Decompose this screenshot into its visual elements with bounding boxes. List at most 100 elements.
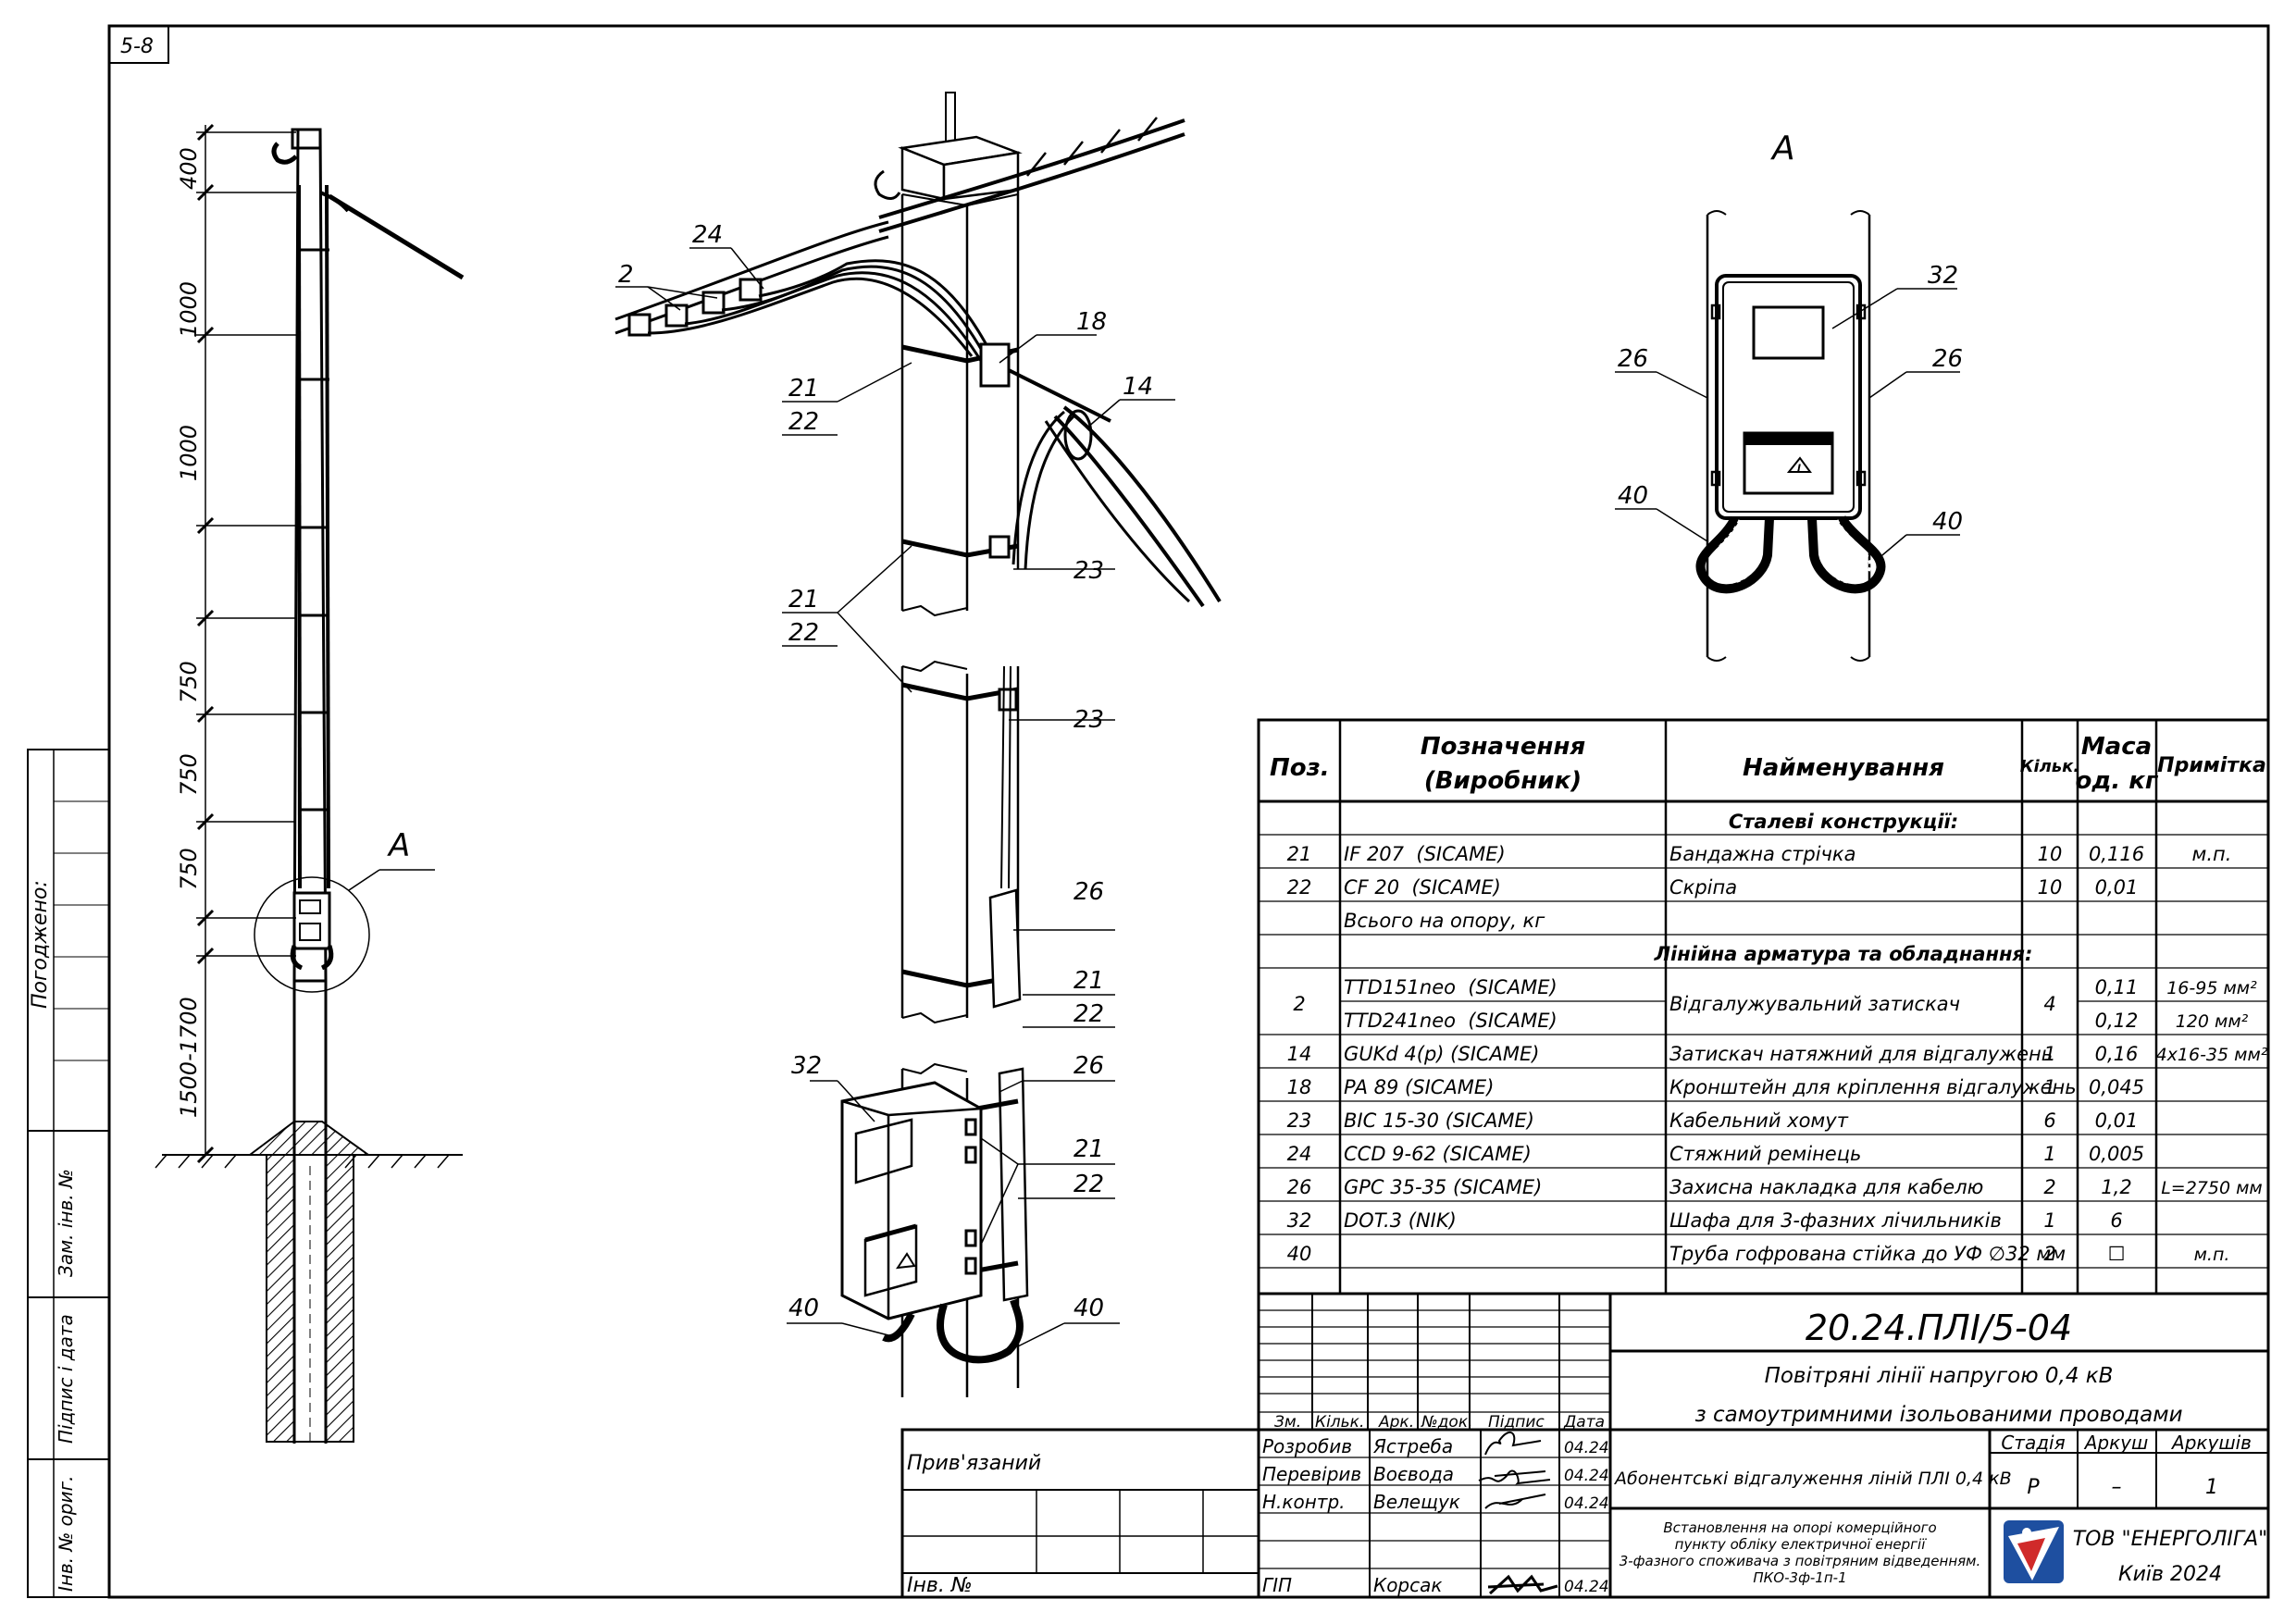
tb-date-1: 04.24: [1564, 1439, 1609, 1457]
callout-22d: 22: [1074, 1171, 1104, 1198]
dim-1000-b: 1000: [176, 425, 202, 481]
row-18-des: PA 89 (SICAME): [1344, 1076, 1494, 1098]
th-pos: Поз.: [1270, 754, 1330, 782]
row-23-pos: 23: [1287, 1110, 1312, 1132]
dim-1000-a: 1000: [176, 281, 202, 338]
dim-750-a: 750: [176, 661, 202, 703]
row-18-qty: 1: [2043, 1076, 2055, 1098]
desc-line-4: ПКО-3ф-1п-1: [1753, 1569, 1846, 1586]
row-2-des1: TTD151neo (SICAME): [1344, 976, 1558, 998]
detail-callout-40a: 40: [1618, 482, 1648, 510]
row-14-note: 4x16-35 мм²: [2156, 1045, 2268, 1065]
drawing-title: Абонентські відгалуження ліній ПЛІ 0,4 к…: [1613, 1469, 2012, 1489]
row-2-mass2: 0,12: [2095, 1010, 2139, 1032]
row-21-note: м.п.: [2192, 843, 2232, 865]
row-22-pos: 22: [1287, 876, 1312, 899]
callout-18: 18: [1076, 308, 1107, 336]
row-26-mass: 1,2: [2101, 1176, 2131, 1198]
row-2-note1: 16-95 мм²: [2166, 978, 2257, 998]
row-23-name: Кабельний хомут: [1669, 1110, 1849, 1132]
row-21-name: Бандажна стрічка: [1669, 843, 1856, 865]
callout-40b: 40: [1074, 1295, 1104, 1322]
callout-2: 2: [618, 261, 634, 289]
th-name: Найменування: [1743, 754, 1944, 782]
project-line-2: з самоутримними ізольованими проводами: [1694, 1403, 2182, 1427]
dim-400: 400: [176, 147, 202, 190]
row-14-qty: 1: [2043, 1043, 2055, 1065]
dim-1500-1700: 1500-1700: [176, 997, 202, 1118]
callout-32a: 32: [791, 1052, 822, 1080]
row-26-name: Захисна накладка для кабелю: [1669, 1176, 1983, 1198]
row-18-mass: 0,045: [2089, 1076, 2144, 1098]
tb-date-3: 04.24: [1564, 1494, 1609, 1513]
tb-role-2: Перевірив: [1262, 1463, 1361, 1485]
stage-value: Р: [2027, 1476, 2040, 1499]
spec-table-header: Поз. Позначення (Виробник) Найменування …: [1270, 733, 2266, 795]
tb-name-1: Ястреба: [1372, 1435, 1453, 1457]
callout-21d: 21: [1074, 1135, 1104, 1163]
title-block-grid: [900, 1292, 2270, 1599]
section-line: Лінійна арматура та обладнання:: [1654, 943, 2033, 965]
row-21-qty: 10: [2038, 843, 2063, 865]
section-steel: Сталеві конструкції:: [1729, 811, 1958, 833]
tb-role-1: Розробив: [1262, 1435, 1352, 1457]
drawing-code: 20.24.ПЛІ/5-04: [1806, 1308, 2072, 1348]
privyaz-label: Прив'язаний: [907, 1452, 1041, 1475]
row-23-qty: 6: [2043, 1110, 2055, 1132]
row-32-mass: 6: [2110, 1209, 2122, 1232]
desc-line-3: 3-фазного споживача з повітряним відведе…: [1620, 1553, 1981, 1569]
row-2-name: Відгалужувальний затискач: [1669, 993, 1960, 1015]
row-18-pos: 18: [1287, 1076, 1312, 1098]
row-22-name: Скріпа: [1669, 876, 1737, 899]
row-23-des: BIC 15-30 (SICAME): [1344, 1110, 1534, 1132]
callout-22a: 22: [788, 408, 819, 436]
row-40-pos: 40: [1287, 1243, 1312, 1265]
tb-name-2: Воєвода: [1373, 1463, 1454, 1485]
row-26-pos: 26: [1287, 1176, 1312, 1198]
row-14-name: Затискач натяжний для відгалужень: [1669, 1043, 2053, 1065]
company-city: Київ 2024: [2118, 1563, 2222, 1586]
tb-head-kilk: Кільк.: [1315, 1413, 1364, 1432]
row-23-mass: 0,01: [2095, 1110, 2139, 1132]
row-26-des: GPC 35-35 (SICAME): [1344, 1176, 1542, 1198]
row-22-des: CF 20 (SICAME): [1344, 876, 1501, 899]
callout-22b: 22: [788, 619, 819, 647]
row-32-des: DOT.3 (NIK): [1344, 1209, 1457, 1232]
detail-callout-32: 32: [1928, 262, 1958, 290]
desc-line-1: Встановлення на опорі комерційного: [1663, 1519, 1936, 1536]
row-2-mass1: 0,11: [2095, 976, 2139, 998]
tb-name-3: Велещук: [1373, 1491, 1460, 1513]
side-sign-date: Підпис і дата: [55, 1314, 77, 1444]
sheets-value: 1: [2205, 1476, 2218, 1499]
th-note: Примітка: [2157, 754, 2266, 777]
project-line-1: Повітряні лінії напругою 0,4 кВ: [1765, 1364, 2114, 1388]
pole-3d-view: [614, 92, 1222, 1397]
row-21-des: IF 207 (SICAME): [1344, 843, 1506, 865]
tb-head-ark: Арк.: [1378, 1413, 1414, 1432]
svg-text:!: !: [1797, 464, 1801, 474]
row-32-qty: 1: [2043, 1209, 2055, 1232]
callout-23b: 23: [1074, 706, 1104, 734]
th-designation-2: (Виробник): [1424, 767, 1582, 795]
row-14-pos: 14: [1287, 1043, 1312, 1065]
row-40-mass: ☐: [2108, 1243, 2126, 1265]
tb-role-3: Н.контр.: [1262, 1491, 1346, 1513]
detail-callout-26a: 26: [1618, 345, 1648, 373]
dim-750-c: 750: [176, 848, 202, 890]
tb-date-4: 04.24: [1564, 1578, 1609, 1596]
tb-name-4: Корсак: [1373, 1574, 1442, 1596]
row-24-mass: 0,005: [2089, 1143, 2144, 1165]
th-designation-1: Позначення: [1421, 733, 1585, 761]
row-40-name: Труба гофрована стійка до УФ ∅32 мм: [1669, 1243, 2066, 1265]
view-a-label: A: [387, 827, 410, 864]
side-inv-orig: Інв. № ориг.: [55, 1476, 77, 1592]
detail-callout-40b: 40: [1932, 508, 1963, 536]
side-approved: Погоджено:: [29, 880, 52, 1009]
signatures: [1478, 1432, 1558, 1595]
tb-role-4: ГІП: [1262, 1574, 1292, 1596]
callout-26a: 26: [1074, 878, 1104, 906]
row-2-pos: 2: [1293, 993, 1305, 1015]
row-32-name: Шафа для 3-фазних лічильників: [1669, 1209, 2002, 1232]
